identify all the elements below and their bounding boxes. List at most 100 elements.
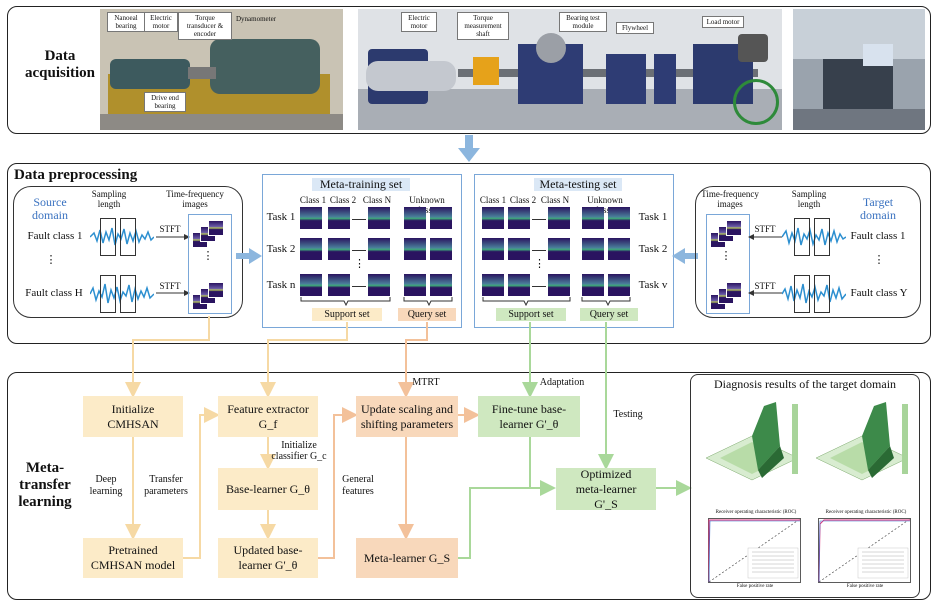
mte-tile — [582, 238, 604, 260]
mt-tile — [430, 207, 452, 229]
mte-tile — [508, 207, 530, 229]
label-mtrt: MTRT — [412, 377, 440, 388]
mte-col-class1: Class 1 — [479, 195, 507, 205]
source-fault-class-1: Fault class 1 — [27, 230, 83, 242]
mte-tile — [482, 207, 504, 229]
mte-tile — [548, 207, 570, 229]
mte-task-1: Task 1 — [638, 211, 668, 223]
label-electric-motor-2: Electric motor — [401, 12, 437, 32]
label-deep-learning: Deep learning — [89, 474, 123, 497]
label-adaptation: Adaptation — [539, 377, 585, 388]
initialize-cmhsan-box: Initialize CMHSAN — [83, 396, 183, 437]
updated-base-learner-box: Updated base-learner G'_θ — [218, 538, 318, 578]
mte-tile — [548, 238, 570, 260]
mte-tile — [548, 274, 570, 296]
source-domain-box — [13, 186, 243, 318]
mte-support-set: Support set — [496, 308, 566, 321]
target-sampling-label: Sampling length — [791, 189, 827, 209]
target-fault-class-1: Fault class 1 — [850, 230, 906, 242]
mt-query-set: Query set — [398, 308, 456, 321]
tf-image — [208, 220, 224, 236]
target-tf-images-box — [706, 214, 750, 314]
label-drive-end-bearing: Drive end bearing — [144, 92, 186, 112]
target-domain-title: Target domain — [860, 195, 896, 222]
mt-col-class2: Class 2 — [329, 195, 357, 205]
label-initialize-classifier: Initialize classifier G_c — [271, 440, 327, 462]
source-fault-class-h: Fault class H — [25, 287, 83, 299]
test-rig-photo-3 — [793, 9, 925, 130]
meta-learner-box: Meta-learner G_S — [356, 538, 458, 578]
roc-axes-1 — [708, 518, 801, 583]
mt-braces — [300, 297, 453, 306]
mte-tile — [582, 274, 604, 296]
target-stft-2: STFT — [754, 281, 776, 291]
fine-tune-base-learner-box: Fine-tune base-learner G'_θ — [478, 396, 580, 437]
sampling-window — [814, 275, 830, 313]
confusion-3d-plot-2 — [815, 402, 909, 481]
target-tf-label: Time-frequency images — [701, 189, 759, 209]
sampling-window — [120, 275, 136, 313]
roc-title-1: Receiver operating characteristic (ROC) — [715, 510, 797, 515]
mte-query-set: Query set — [580, 308, 638, 321]
label-general-features: General features — [342, 474, 374, 497]
mt-tile — [328, 207, 350, 229]
target-domain-box — [695, 186, 921, 318]
target-fault-class-y: Fault class Y — [850, 287, 908, 299]
target-stft-arrows — [748, 234, 782, 296]
mt-tile — [300, 274, 322, 296]
meta-training-set-box — [262, 174, 462, 328]
source-sampling-label: Sampling length — [91, 189, 127, 209]
mt-tile — [404, 274, 426, 296]
mt-tile — [404, 207, 426, 229]
target-stft-1: STFT — [754, 224, 776, 234]
update-scaling-box: Update scaling and shifting parameters — [356, 396, 458, 437]
meta-testing-set-box — [474, 174, 674, 328]
sampling-window — [120, 218, 136, 256]
mt-vertical-dots: ⋮ — [354, 258, 365, 270]
meta-transfer-title: Meta- transfer learning — [18, 460, 72, 510]
arrow-source-to-metatrain — [236, 248, 262, 264]
mte-tile — [582, 207, 604, 229]
diagnosis-results-box — [690, 374, 920, 598]
tf-image — [726, 220, 742, 236]
ellipsis-dash — [352, 250, 366, 251]
data-acquisition-title: Data acquisition — [24, 48, 96, 81]
roc-xaxis-2: False positive rate — [846, 584, 884, 589]
mte-col-classn: Class N — [540, 195, 570, 205]
source-stft-2: STFT — [159, 281, 181, 291]
source-stft-1: STFT — [159, 224, 181, 234]
roc-xaxis-1: False positive rate — [736, 584, 774, 589]
mt-tile — [300, 207, 322, 229]
mte-braces — [482, 297, 631, 306]
mt-task-n: Task n — [266, 279, 296, 291]
source-tf-label: Time-frequency images — [166, 189, 224, 209]
base-learner-box: Base-learner G_θ — [218, 468, 318, 510]
label-torque-shaft: Torque measurement shaft — [457, 12, 509, 40]
pretrained-cmhsan-box: Pretrained CMHSAN model — [83, 538, 183, 578]
mt-task-1: Task 1 — [266, 211, 296, 223]
ellipsis-dash — [352, 219, 366, 220]
mte-tile — [508, 274, 530, 296]
mte-tile — [482, 238, 504, 260]
label-bearing-test-module: Bearing test module — [559, 12, 607, 32]
mt-tile — [368, 274, 390, 296]
mt-tile — [328, 274, 350, 296]
tf-dots: ⋮ — [720, 250, 732, 262]
mt-tile — [368, 238, 390, 260]
diagnosis-results-title: Diagnosis results of the target domain — [713, 377, 897, 391]
ellipsis-dash — [532, 219, 546, 220]
confusion-3d-plot-1 — [705, 402, 799, 481]
target-signal-y — [782, 283, 846, 304]
mte-tile — [608, 207, 630, 229]
label-load-motor: Load motor — [702, 16, 744, 28]
roc-title-2: Receiver operating characteristic (ROC) — [825, 510, 907, 515]
meta-training-title: Meta-training set — [312, 178, 410, 191]
sampling-window — [100, 218, 116, 256]
data-preprocessing-panel — [7, 163, 931, 344]
ellipsis-dash — [532, 250, 546, 251]
label-transfer-parameters: Transfer parameters — [144, 474, 188, 497]
mt-tile — [430, 238, 452, 260]
mt-col-classn: Class N — [362, 195, 392, 205]
mt-col-class1: Class 1 — [299, 195, 327, 205]
arrow-acquisition-to-preprocessing — [458, 135, 480, 162]
